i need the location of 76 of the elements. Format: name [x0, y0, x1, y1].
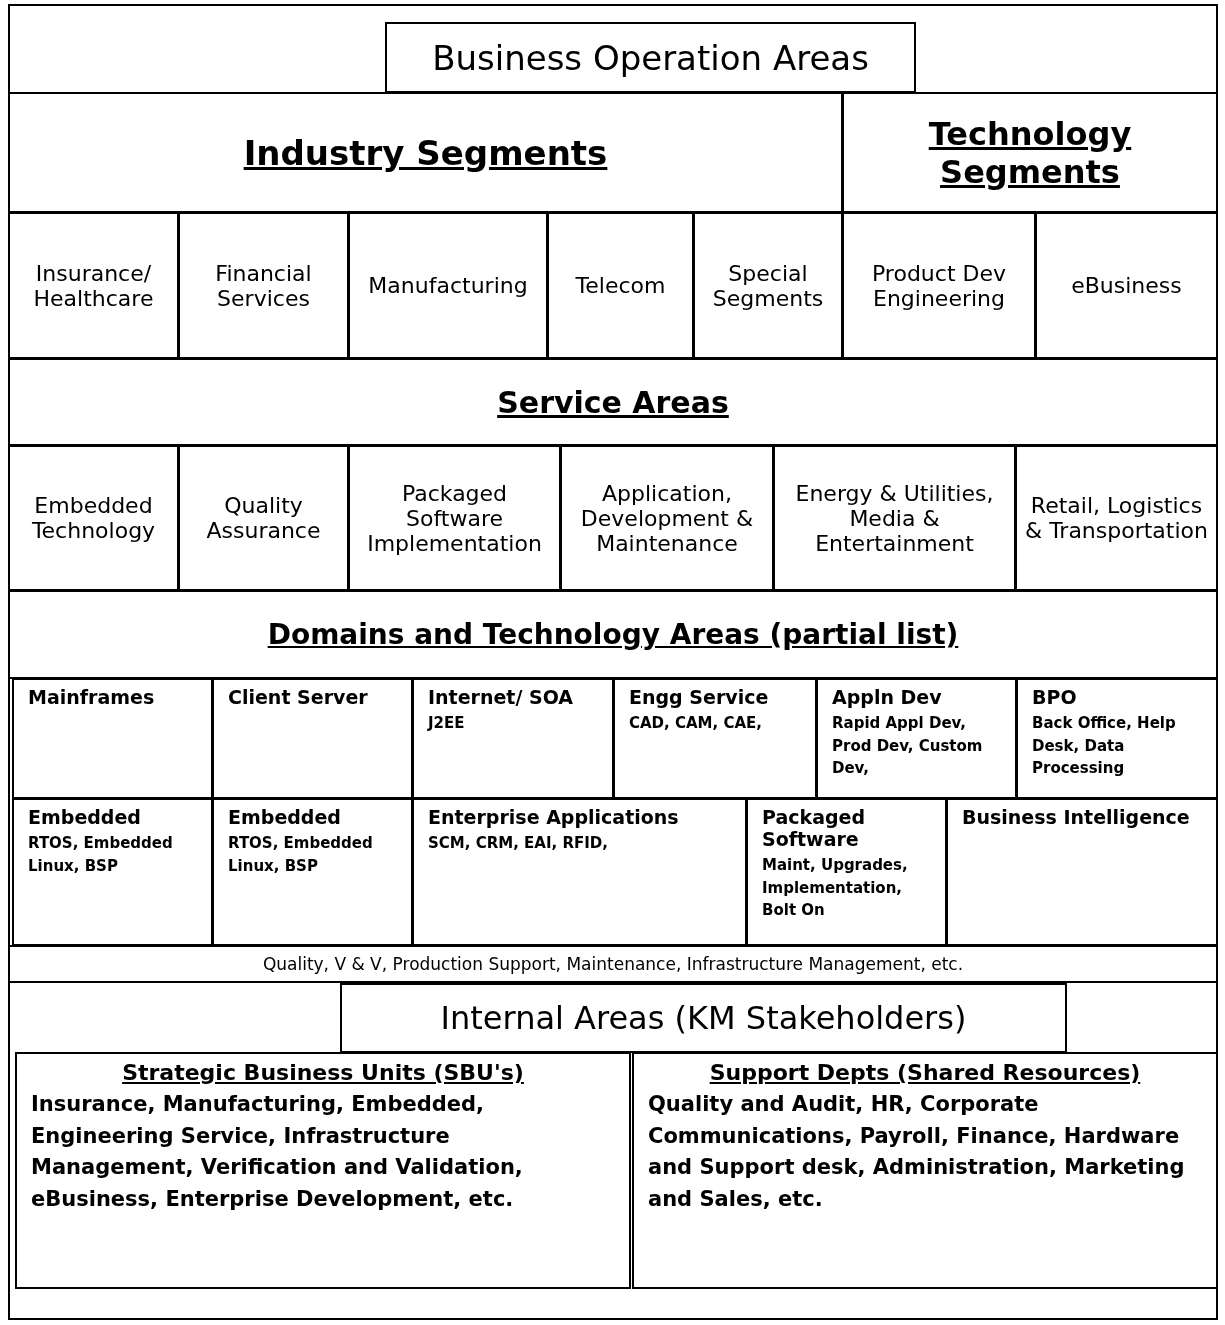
heading: Energy & Utilities, Media & Entertainment: [794, 480, 995, 556]
heading: Packaged Software Implementation: [366, 480, 543, 556]
heading: Client Server: [228, 686, 368, 708]
cell-text: Rapid Appl Dev, Prod Dev, Custom Dev,: [832, 713, 984, 779]
heading: Application, Development & Maintenance: [579, 480, 755, 556]
table-cell: [842, 92, 1218, 213]
heading: Packaged Software: [762, 806, 867, 850]
table-cell: [8, 92, 843, 213]
heading: eBusiness: [1071, 273, 1182, 298]
cell-text: J2EE: [428, 713, 465, 734]
table-cell: [946, 798, 1218, 946]
heading: Embedded: [228, 806, 341, 828]
cell-text: RTOS, Embedded Linux, BSP: [28, 833, 174, 877]
heading: Embedded: [28, 806, 141, 828]
cell-text: CAD, CAM, CAE,: [629, 713, 762, 734]
table-cell: [842, 212, 1036, 359]
cell-text: SCM, CRM, EAI, RFID,: [428, 833, 608, 854]
table-cell: [412, 798, 747, 946]
heading: Domains and Technology Areas (partial list): [267, 618, 959, 651]
table-cell: [8, 445, 179, 591]
table-cell: [746, 798, 947, 946]
heading: Mainframes: [28, 686, 155, 708]
heading: Business Operation Areas: [432, 37, 869, 78]
table-cell: [8, 945, 1218, 983]
heading: Internet/ SOA: [428, 686, 573, 708]
heading: Engg Service: [629, 686, 769, 708]
cell-text: Maint, Upgrades, Implementation, Bolt On: [762, 855, 909, 921]
heading: Financial Services: [214, 260, 313, 311]
heading: Appln Dev: [832, 686, 942, 708]
heading: Insurance/ Healthcare: [32, 260, 155, 311]
cell-text: Quality and Audit, HR, Corporate Communications, Payroll, Finance, Hardware and Support desk, Administration, Marketing and Sales, etc.: [648, 1091, 1186, 1213]
heading: Business Intelligence: [962, 806, 1190, 828]
table-cell: [348, 212, 548, 359]
heading: Product Dev Engineering: [871, 260, 1007, 311]
heading: Service Areas: [497, 384, 729, 420]
table-cell: [212, 798, 413, 946]
table-cell: [693, 212, 843, 359]
cell-text: Insurance, Manufacturing, Embedded, Engineering Service, Infrastructure Management, Verification and Validation, eBusiness, Enterprise Development, etc.: [31, 1091, 524, 1213]
table-cell: [178, 445, 349, 591]
table-cell: [385, 22, 916, 93]
table-cell: [613, 678, 817, 799]
heading: Industry Segments: [243, 132, 608, 173]
table-cell: [560, 445, 774, 591]
table-cell: [816, 678, 1017, 799]
heading: Special Segments: [711, 260, 825, 311]
table-cell: [547, 212, 694, 359]
table-cell: [12, 678, 213, 799]
table-cell: [412, 678, 614, 799]
table-cell: [348, 445, 561, 591]
heading: Quality Assurance: [205, 493, 322, 543]
table-cell: [8, 212, 179, 359]
heading: Embedded Technology: [30, 493, 157, 543]
cell-text: RTOS, Embedded Linux, BSP: [228, 833, 374, 877]
heading: Support Depts (Shared Resources): [709, 1060, 1141, 1085]
table-cell: [340, 983, 1067, 1053]
heading: Internal Areas (KM Stakeholders): [440, 999, 967, 1037]
table-cell: [1035, 212, 1218, 359]
heading: Quality, V & V, Production Support, Maintenance, Infrastructure Management, etc.: [262, 954, 964, 974]
table-cell: [12, 798, 213, 946]
heading: Enterprise Applications: [428, 806, 679, 828]
table-cell: [1015, 445, 1218, 591]
table-cell: [15, 1052, 631, 1289]
heading: BPO: [1032, 686, 1077, 708]
table-cell: [773, 445, 1016, 591]
heading: Technology Segments: [927, 114, 1133, 191]
table-cell: [8, 358, 1218, 446]
heading: Manufacturing: [368, 273, 528, 298]
heading: Retail, Logistics & Transportation: [1024, 493, 1209, 543]
table-cell: [632, 1052, 1218, 1289]
heading: Strategic Business Units (SBU's): [122, 1060, 524, 1085]
cell-text: Back Office, Help Desk, Data Processing: [1032, 713, 1177, 779]
table-cell: [212, 678, 413, 799]
table-cell: [8, 590, 1218, 679]
table-cell: [178, 212, 349, 359]
heading: Telecom: [575, 273, 666, 298]
table-cell: [1016, 678, 1218, 799]
